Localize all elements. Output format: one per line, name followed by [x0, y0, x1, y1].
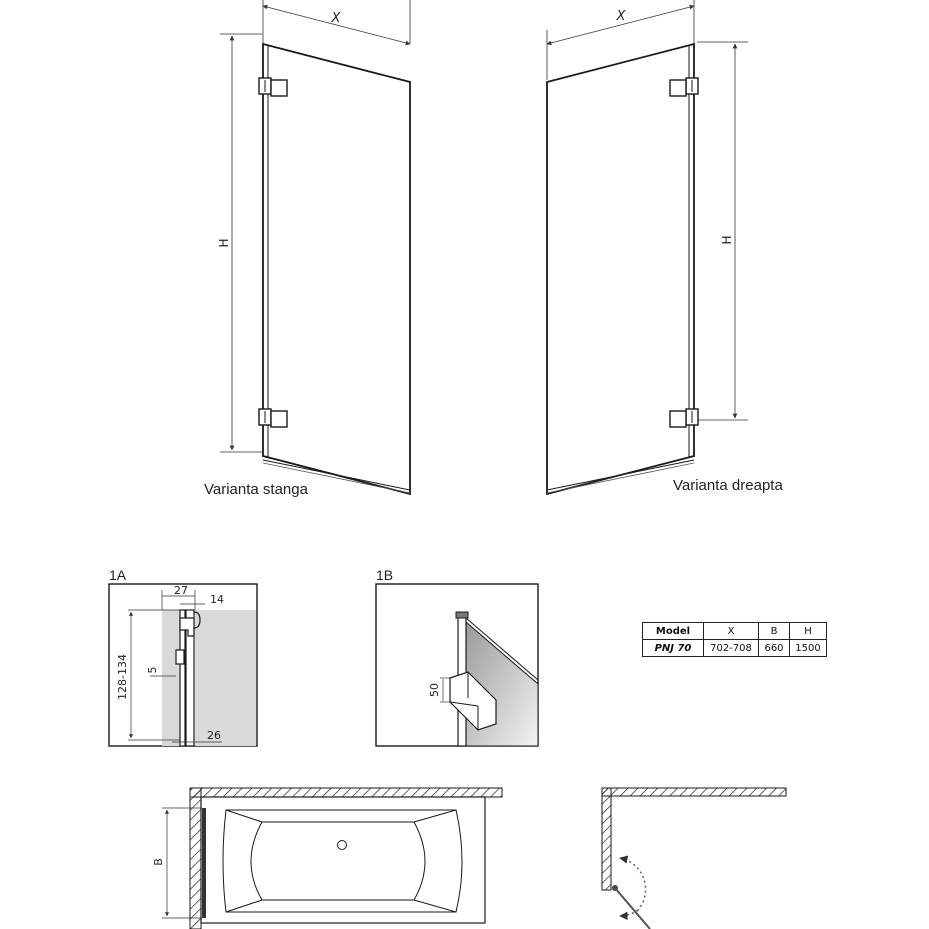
detail-1a-label: 1A: [109, 567, 127, 583]
drain-icon: [337, 840, 347, 850]
table-row: PNJ 70 702-708 660 1500: [642, 639, 827, 657]
right-variant-label: Varianta dreapta: [673, 477, 783, 494]
spec-cell-model: PNJ 70: [642, 639, 704, 657]
left-bottom-hinge: [258, 408, 288, 428]
spec-cell-x: 702-708: [703, 639, 759, 657]
spec-table-header-row: Model X B H: [642, 622, 827, 640]
left-variant-panel: X H Varianta stanga: [204, 0, 411, 498]
bath-depth-label: B: [152, 858, 165, 866]
spec-cell-h: 1500: [789, 639, 827, 657]
right-variant-panel: X H Varianta dreapta: [546, 0, 783, 496]
right-top-hinge: [669, 77, 699, 97]
left-top-hinge: [258, 77, 288, 97]
bath-plan-view: B: [152, 787, 503, 929]
spec-header-b: B: [758, 622, 790, 640]
spec-header-x: X: [703, 622, 759, 640]
detail-1a-dim-27: 27: [174, 584, 188, 597]
left-width-label: X: [331, 11, 342, 26]
detail-1a-dim-14: 14: [210, 593, 224, 606]
detail-1b-label: 1B: [376, 567, 393, 583]
left-variant-label: Varianta stanga: [204, 481, 309, 498]
detail-1b-dim-50: 50: [428, 683, 441, 697]
detail-1a-dim-vertical: 128-134: [116, 654, 129, 700]
spec-cell-b: 660: [758, 639, 790, 657]
right-bottom-hinge: [669, 408, 699, 428]
spec-header-model: Model: [642, 622, 704, 640]
right-width-label: X: [616, 9, 627, 24]
detail-1a: 1A 27 14 128-134 5 26: [108, 567, 258, 747]
left-height-label: H: [217, 238, 231, 247]
detail-1b: 1B 50: [375, 567, 539, 747]
detail-1a-dim-5: 5: [146, 667, 159, 674]
door-swing-diagram: [601, 787, 787, 929]
detail-1a-dim-26: 26: [207, 729, 221, 742]
spec-table: Model X B H PNJ 70 702-708 660 1500: [642, 622, 827, 657]
spec-header-h: H: [789, 622, 827, 640]
right-height-label: H: [720, 235, 734, 244]
